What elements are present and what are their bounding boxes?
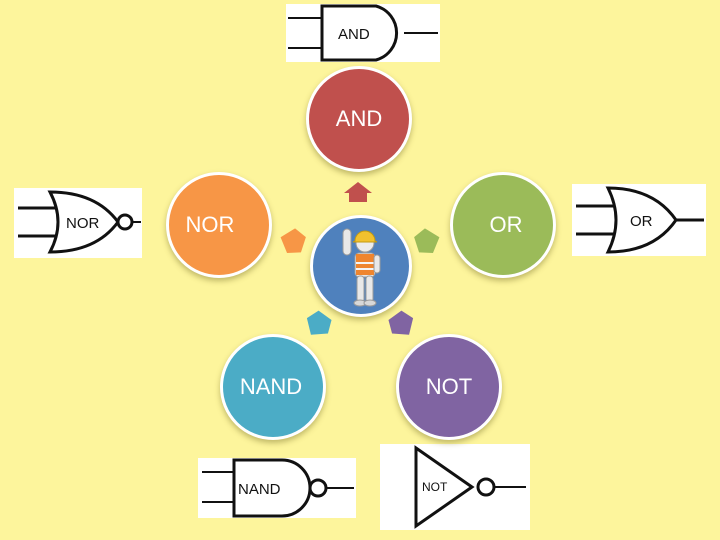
nor-gate-label: NOR bbox=[66, 215, 100, 232]
not-gate-symbol: NOT bbox=[380, 444, 530, 530]
nor-node-label: NOR bbox=[185, 212, 235, 237]
nand-node: NAND bbox=[220, 334, 326, 440]
or-gate-symbol: OR bbox=[572, 184, 706, 256]
not-node-label: NOT bbox=[425, 374, 473, 399]
or-node-label: OR bbox=[489, 212, 523, 237]
arrow-to-nand bbox=[306, 310, 332, 335]
and-gate-symbol: AND bbox=[286, 4, 440, 62]
construction-worker-icon bbox=[342, 228, 381, 307]
arrow-to-not bbox=[388, 310, 414, 335]
arrow-to-and bbox=[344, 182, 372, 202]
nor-gate-symbol: NOR bbox=[14, 188, 142, 258]
arrow-to-nor bbox=[280, 228, 306, 254]
arrow-to-or bbox=[414, 228, 440, 254]
center-node bbox=[310, 215, 412, 317]
nand-node-label: NAND bbox=[239, 374, 303, 399]
nand-gate-symbol: NAND bbox=[198, 458, 356, 518]
or-gate-label: OR bbox=[630, 213, 653, 230]
nand-gate-label: NAND bbox=[238, 481, 281, 498]
and-node: AND bbox=[306, 66, 412, 172]
not-node: NOT bbox=[396, 334, 502, 440]
and-node-label: AND bbox=[335, 106, 383, 131]
not-gate-label: NOT bbox=[422, 480, 448, 494]
nor-node: NOR bbox=[166, 172, 272, 278]
or-node: OR bbox=[450, 172, 556, 278]
and-gate-label: AND bbox=[338, 26, 370, 43]
